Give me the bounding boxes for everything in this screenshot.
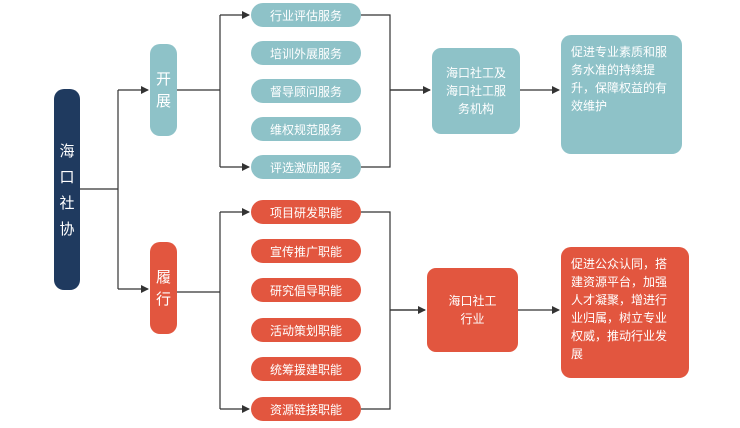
target-node-industry: 海口社工行业 — [427, 268, 518, 352]
result-text-quality: 促进专业素质和服务水准的持续提升，保障权益的有效维护 — [571, 45, 668, 113]
function-item: 统筹援建职能 — [251, 357, 361, 381]
branch-label-lvxing: 履行 — [155, 268, 171, 308]
function-item: 研究倡导职能 — [251, 278, 361, 302]
branch-node-lvxing: 履行 — [150, 242, 177, 334]
target-label-industry: 海口社工行业 — [448, 294, 497, 326]
branch-label-kaizhan: 开展 — [155, 70, 171, 110]
target-node-organizations: 海口社工及海口社工服务机构 — [432, 48, 520, 134]
target-label-organizations: 海口社工及海口社工服务机构 — [445, 66, 506, 116]
kai-connector — [177, 15, 221, 167]
function-item: 活动策划职能 — [251, 318, 361, 342]
service-item: 培训外展服务 — [251, 41, 361, 65]
function-item: 项目研发职能 — [251, 200, 361, 224]
kai-collector — [361, 14, 430, 168]
service-item: 督导顾问服务 — [251, 79, 361, 103]
function-item: 资源链接职能 — [251, 397, 361, 421]
result-node-quality: 促进专业素质和服务水准的持续提升，保障权益的有效维护 — [561, 35, 682, 154]
lv-connector — [177, 212, 221, 409]
root-connector — [80, 90, 119, 289]
branch-node-kaizhan: 开展 — [150, 44, 177, 136]
root-node: 海口社协 — [54, 89, 80, 290]
service-item: 评选激励服务 — [251, 155, 361, 179]
result-node-industry: 促进公众认同，搭建资源平台，加强人才凝聚，增进行业归属，树立专业权威，推动行业发… — [561, 247, 689, 378]
function-item: 宣传推广职能 — [251, 239, 361, 263]
service-item: 行业评估服务 — [251, 3, 361, 27]
result-text-industry: 促进公众认同，搭建资源平台，加强人才凝聚，增进行业归属，树立专业权威，推动行业发… — [571, 257, 668, 361]
root-label: 海口社协 — [59, 141, 75, 238]
service-item: 维权规范服务 — [251, 117, 361, 141]
